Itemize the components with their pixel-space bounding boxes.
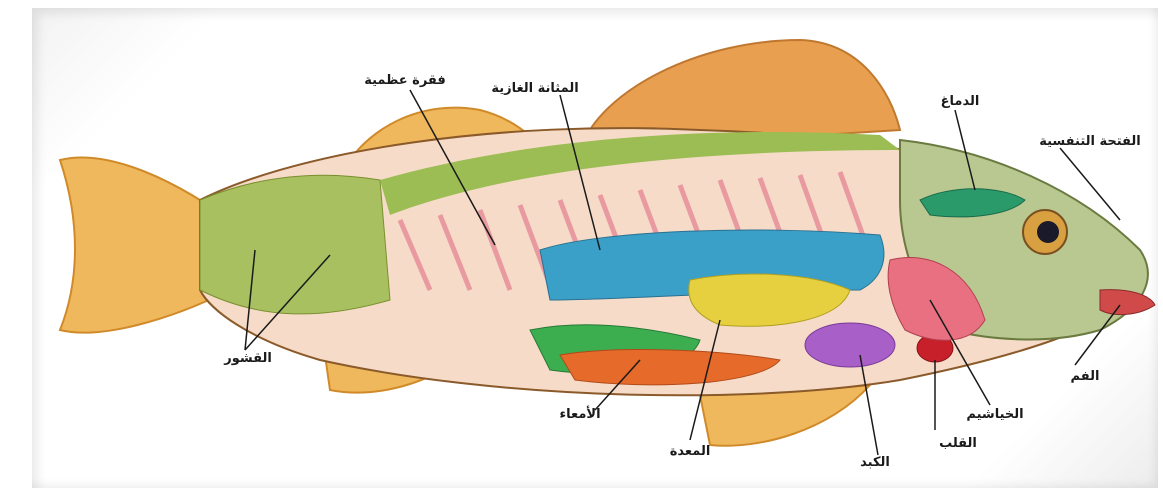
label-scales: القشور [223, 351, 272, 366]
label-intestines: الأمعاء [559, 405, 600, 422]
label-gills: الخياشيم [966, 407, 1023, 422]
pupil [1037, 221, 1059, 243]
label-stomach: المعدة [670, 444, 711, 459]
mouth-shape [1100, 290, 1155, 315]
label-liver: الكبد [860, 455, 890, 470]
label-vertebra: فقرة عظمية [364, 73, 446, 88]
label-mouth: الفم [1071, 369, 1100, 384]
label-heart: القلب [939, 436, 977, 451]
label-nostril: الفتحة التنفسية [1039, 134, 1141, 149]
label-brain: الدماغ [941, 94, 980, 109]
liver-organ [805, 323, 895, 367]
label-swim-bladder: المثانة الغازية [491, 81, 578, 96]
